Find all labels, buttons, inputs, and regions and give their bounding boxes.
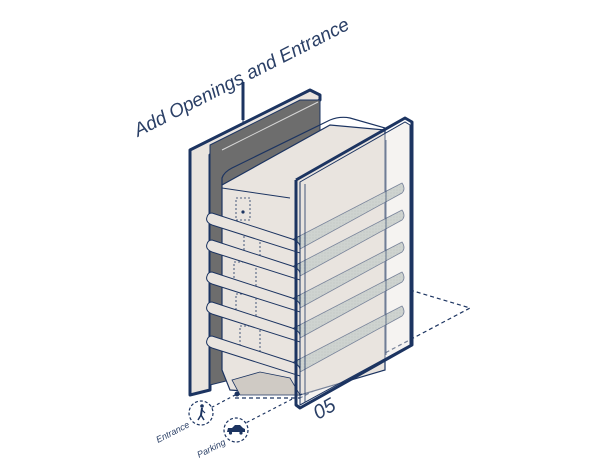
left-wall-panel	[188, 88, 322, 397]
car-icon	[227, 425, 245, 435]
opening-outline	[235, 197, 251, 221]
floor-slabs	[206, 182, 405, 377]
parking-label: Parking	[195, 437, 227, 460]
step-number: 05	[310, 394, 341, 425]
parking-marker: Parking	[195, 393, 303, 460]
pedestrian-icon	[197, 404, 206, 421]
right-glass-panel	[294, 116, 414, 410]
entrance-label: Entrance	[154, 420, 191, 445]
